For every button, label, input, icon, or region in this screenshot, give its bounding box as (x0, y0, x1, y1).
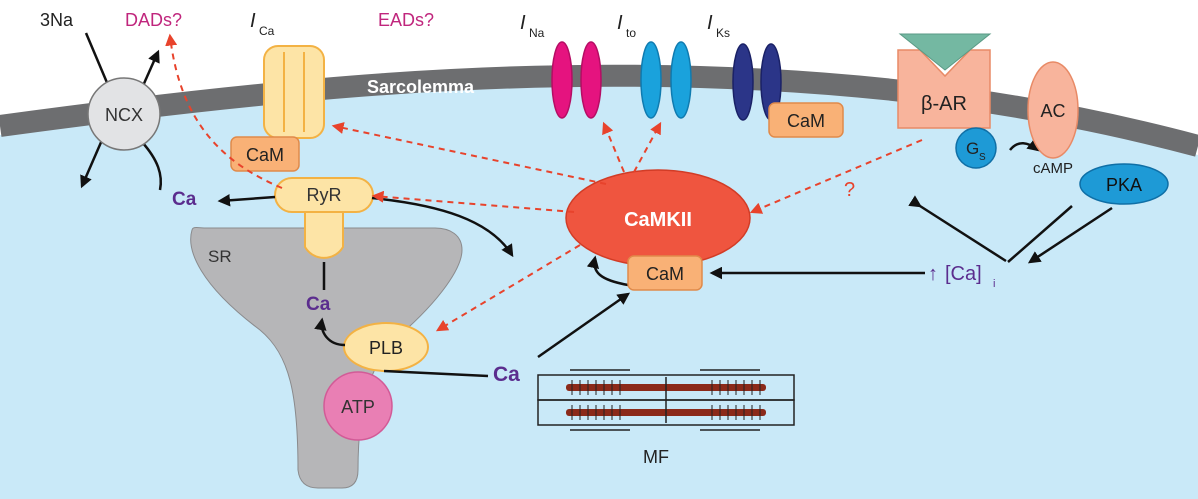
ina-channel (551, 41, 602, 119)
sarcolemma-label: Sarcolemma (367, 77, 475, 97)
cam-label-ica: CaM (246, 145, 284, 165)
gs-label-g: G (966, 139, 979, 158)
gs-protein (955, 127, 997, 169)
cam-box-camkii (627, 255, 703, 291)
cell-interior (0, 84, 1198, 499)
camkii-label: CaMKII (624, 209, 692, 231)
ica-channel (263, 45, 325, 139)
mf-label: MF (643, 447, 669, 467)
sr-label: SR (208, 247, 232, 266)
three-na-label: 3Na (40, 10, 74, 30)
ca-cytosol-label: Ca (172, 189, 197, 210)
ito-channel (640, 41, 692, 119)
ca-i-up-arrow: ↑ (928, 263, 938, 285)
camkii-target-arrows (165, 33, 923, 332)
cam-box-iks (768, 102, 844, 138)
pka-to-ca-arrow (1027, 206, 1113, 264)
ica-label-i: I (250, 10, 256, 32)
dads-label: DADs? (125, 10, 182, 30)
ca-i-label: [Ca] (945, 263, 982, 285)
beta-ar-receptor (897, 49, 991, 129)
camp-label: cAMP (1033, 160, 1073, 177)
iks-label-sub: Ks (716, 26, 730, 40)
ryr-label: RyR (307, 185, 342, 205)
calcium-flow-arrows (217, 138, 1073, 378)
ina-label-sub: Na (529, 26, 545, 40)
ac-enzyme (1027, 61, 1079, 159)
iks-label-i: I (707, 12, 713, 34)
agonist-ligand (898, 33, 992, 71)
ca-i-sub: i (993, 278, 995, 290)
ina-label-i: I (520, 12, 526, 34)
gs-label-sub: S (979, 152, 986, 163)
cam-label-iks: CaM (787, 111, 825, 131)
ca-sr-label: Ca (306, 294, 331, 315)
sr-body (190, 227, 463, 489)
eads-label: EADs? (378, 10, 434, 30)
beta-ar-camkii-question: ? (844, 179, 855, 201)
ncx-exchanger (80, 32, 162, 191)
pka-label: PKA (1106, 175, 1142, 195)
atp-pump (323, 371, 393, 441)
myofilament (537, 369, 795, 431)
ca-center-label: Ca (493, 363, 520, 386)
iks-channel (732, 43, 782, 121)
ryr-receptor (274, 177, 374, 259)
ito-label-sub: to (626, 26, 636, 40)
ito-label-i: I (617, 12, 623, 34)
plb-label: PLB (369, 338, 403, 358)
cam-label-camkii: CaM (646, 264, 684, 284)
cam-box-ica (230, 136, 300, 172)
beta-ar-label: β-AR (921, 93, 967, 115)
ac-label: AC (1040, 101, 1065, 121)
ncx-label: NCX (105, 105, 143, 125)
pka (1079, 163, 1169, 205)
ica-label-sub: Ca (259, 24, 275, 38)
atp-label: ATP (341, 397, 375, 417)
